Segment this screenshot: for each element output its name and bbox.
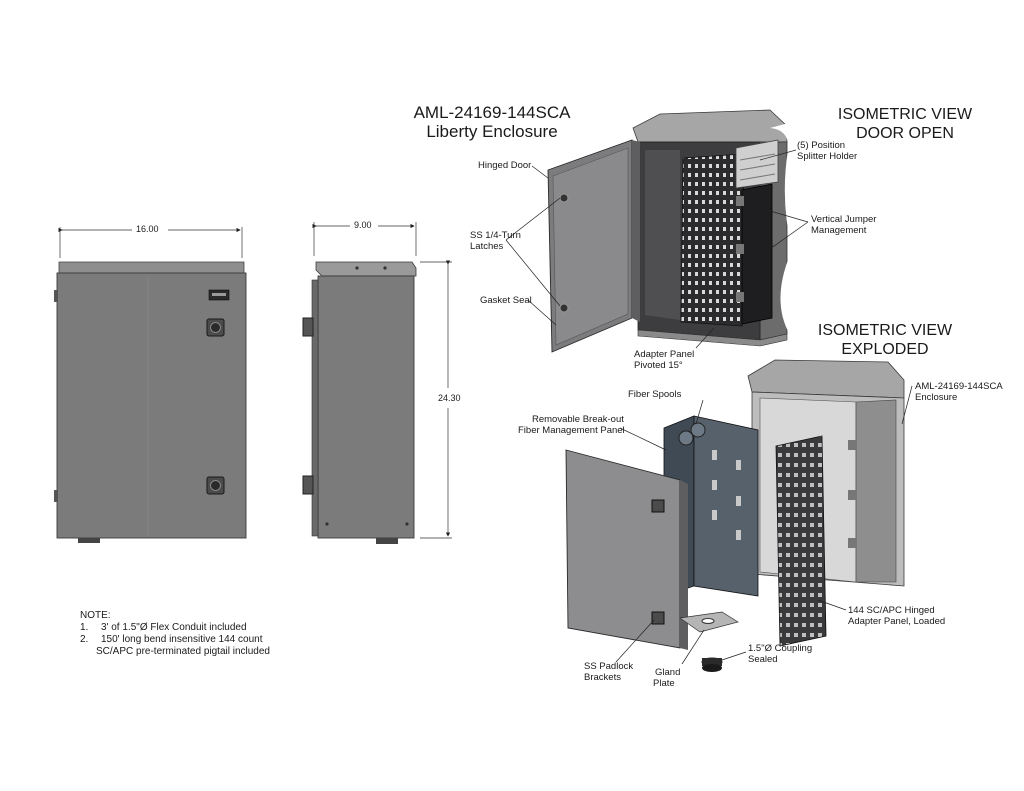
note-item-2-number: 2.: [80, 634, 89, 645]
side-view: [302, 222, 452, 544]
callout-adapter-pivot-line2: Pivoted 15°: [634, 360, 683, 371]
exploded-heading-line1: ISOMETRIC VIEW: [817, 322, 953, 339]
door-open-heading-line2: DOOR OPEN: [856, 125, 954, 142]
callout-jumper-line1: Vertical Jumper: [811, 214, 877, 225]
callout-fiber-spools: Fiber Spools: [628, 389, 682, 400]
note-item-2-continuation: SC/APC pre-terminated pigtail included: [96, 646, 270, 657]
dimension-height: 24.30: [438, 393, 461, 403]
callout-breakout-line2: Fiber Management Panel: [518, 425, 625, 436]
dimension-depth: 9.00: [354, 220, 372, 230]
callout-padlock-line1: SS Padlock: [584, 661, 634, 672]
enclosure-name-title: Liberty Enclosure: [426, 122, 558, 141]
callout-enclosure-line2: Enclosure: [915, 392, 958, 403]
callout-adapter-loaded-line2: Adapter Panel, Loaded: [848, 616, 946, 627]
isometric-exploded: [565, 359, 913, 672]
callout-gland-line1: Gland: [655, 667, 681, 678]
callout-adapter-pivot-line1: Adapter Panel: [634, 349, 695, 360]
callout-breakout-line1: Removable Break-out: [532, 414, 624, 425]
callout-coupling-line2: Sealed: [748, 654, 778, 665]
callout-hinged-door: Hinged Door: [478, 160, 532, 171]
callout-latches-line2: Latches: [470, 241, 504, 252]
front-view: [54, 227, 247, 543]
callout-gland-line2: Plate: [653, 678, 675, 689]
callout-padlock-line2: Brackets: [584, 672, 621, 683]
callout-enclosure-line1: AML-24169-144SCA: [915, 381, 1003, 392]
dimension-width: 16.00: [136, 224, 159, 234]
notes-heading: NOTE:: [80, 610, 111, 621]
callout-splitter-line2: Splitter Holder: [797, 151, 858, 162]
exploded-heading-line2: EXPLODED: [841, 341, 929, 358]
callout-latches-line1: SS 1/4-Turn: [470, 230, 521, 241]
callout-splitter-line1: (5) Position: [797, 140, 846, 151]
note-item-1-text: 3' of 1.5"Ø Flex Conduit included: [101, 622, 247, 633]
callout-gasket-seal: Gasket Seal: [480, 295, 532, 306]
isometric-door-open: [505, 109, 809, 353]
note-item-2-text: 150' long bend insensitive 144 count: [101, 634, 263, 645]
callout-jumper-line2: Management: [811, 225, 867, 236]
door-open-heading-line1: ISOMETRIC VIEW: [837, 106, 973, 123]
callout-adapter-loaded-line1: 144 SC/APC Hinged: [848, 605, 935, 616]
note-item-1-number: 1.: [80, 622, 89, 633]
part-number-title: AML-24169-144SCA: [413, 103, 571, 122]
callout-coupling-line1: 1.5"Ø Coupling: [748, 643, 813, 654]
